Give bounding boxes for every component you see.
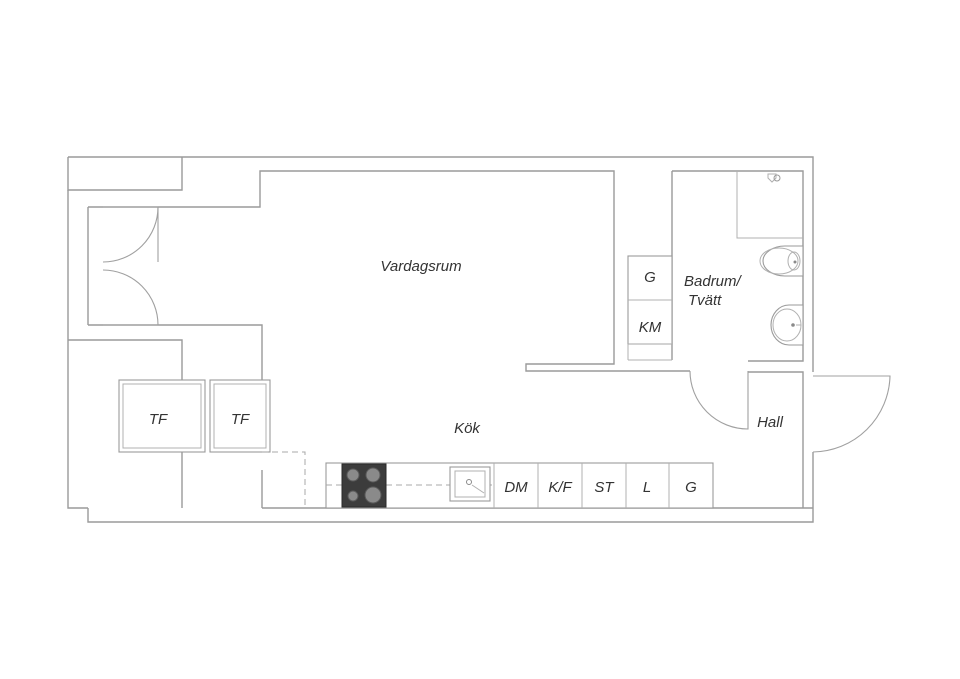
- fridge-freezer-label: K/F: [548, 479, 572, 496]
- room-label-tvatt: Tvätt: [688, 292, 722, 309]
- dishwasher-label: DM: [504, 479, 528, 496]
- stove: [341, 463, 387, 508]
- hall-entrance-door: [812, 375, 891, 453]
- room-label-kok: Kök: [454, 420, 481, 437]
- room-label-badrum: Badrum/: [684, 273, 743, 290]
- wardrobe-2: TF: [209, 379, 271, 453]
- room-label-hall: Hall: [757, 414, 784, 431]
- entry-double-door: [102, 206, 159, 326]
- storage-label: ST: [594, 479, 615, 496]
- room-labels: Vardagsrum Kök Badrum/ Tvätt Hall: [380, 258, 783, 437]
- shower: [736, 171, 803, 239]
- room-label-vardagsrum: Vardagsrum: [380, 258, 461, 275]
- upper-cabinet-outline: [262, 451, 306, 508]
- bath-cabinets: G KM: [627, 255, 673, 361]
- g-cabinet-label: G: [685, 479, 697, 496]
- washbasin: [770, 304, 804, 346]
- toilet: [759, 245, 804, 277]
- l-cabinet-label: L: [643, 479, 651, 496]
- bath-g-label: G: [644, 269, 656, 286]
- inner-walls: [68, 170, 813, 509]
- bath-km-label: KM: [639, 319, 662, 336]
- wardrobe-2-label: TF: [231, 411, 250, 428]
- kitchen-sink: [449, 466, 491, 502]
- counter-units: DM K/F ST L G: [493, 463, 697, 508]
- outer-walls: [67, 156, 814, 523]
- wardrobe-1: TF: [118, 379, 206, 453]
- wardrobe-1-label: TF: [149, 411, 168, 428]
- bathroom-door: [689, 370, 749, 430]
